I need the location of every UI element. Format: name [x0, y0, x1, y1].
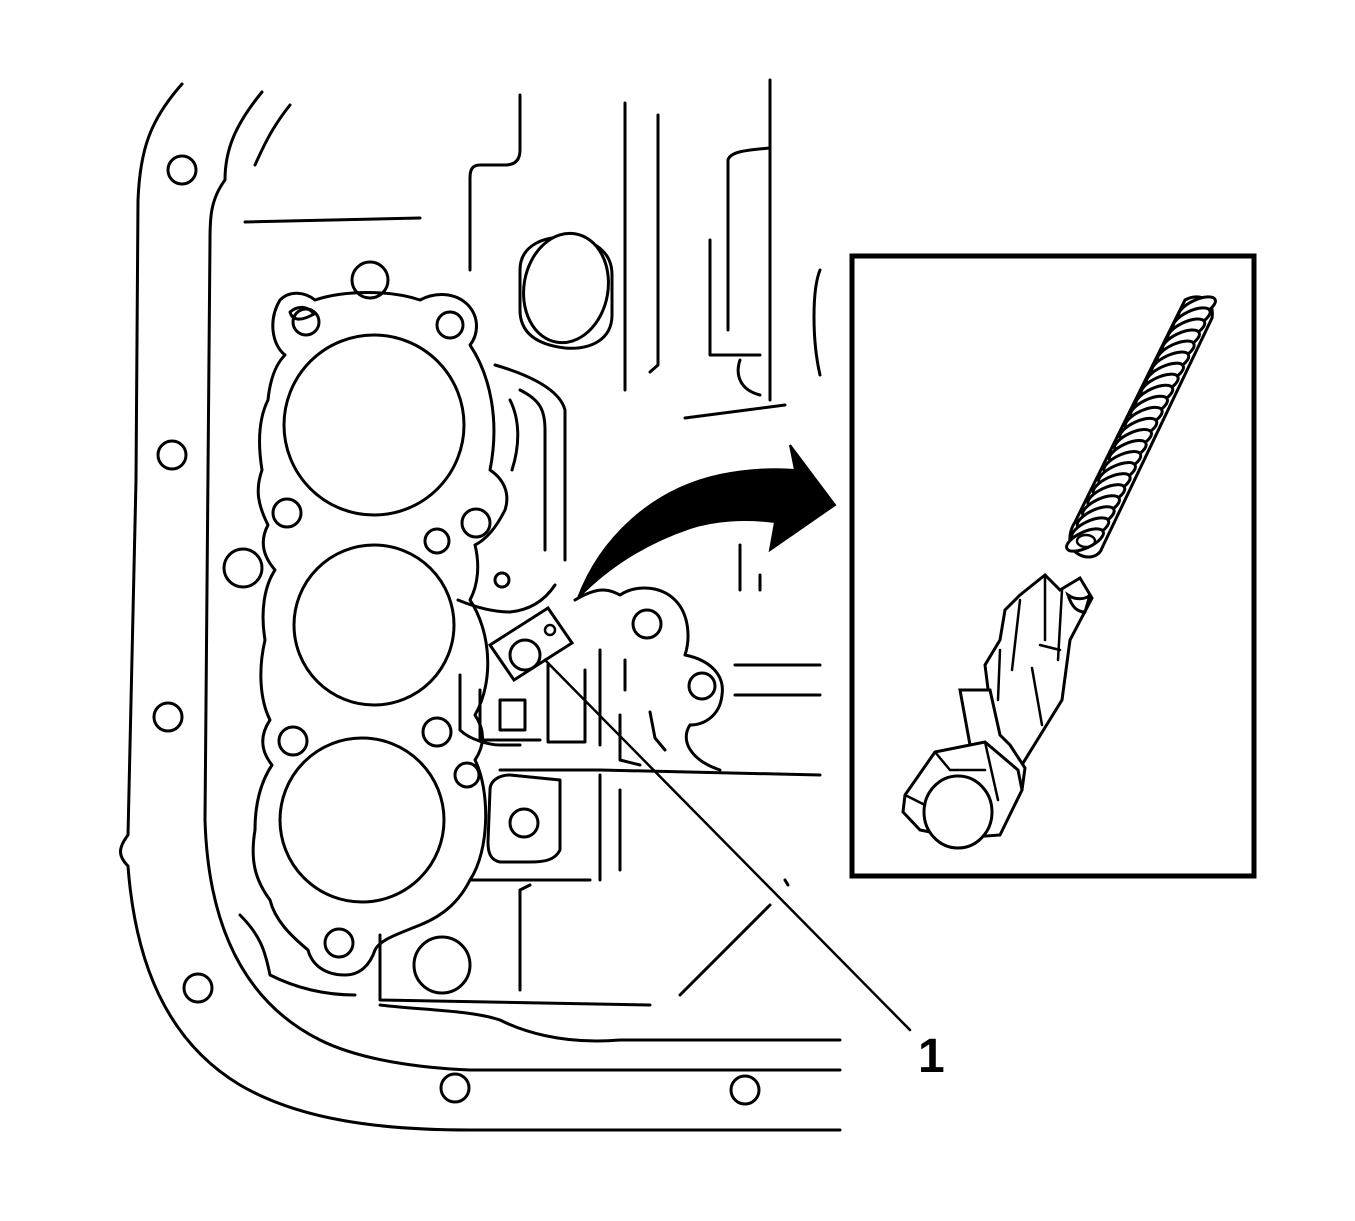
- cylinder-plug: [518, 231, 614, 350]
- callout-leader-line: [543, 658, 912, 1032]
- bolt-hole: [156, 439, 188, 471]
- bolt-hole: [166, 154, 198, 186]
- spring-end: [1075, 533, 1097, 549]
- upper-channels: [243, 78, 822, 562]
- bolt-hole: [729, 1074, 761, 1106]
- misc-holes: [222, 260, 511, 995]
- curved-arrow: [577, 444, 837, 599]
- housing-outline: [119, 82, 842, 1132]
- bolt-hole: [152, 701, 184, 733]
- valve-spool: [901, 572, 1094, 850]
- bolt-hole: [439, 1072, 471, 1104]
- bolt-hole: [182, 972, 214, 1004]
- inset-detail: [849, 253, 1257, 879]
- valve-spring: [1065, 295, 1217, 559]
- callout-label-1: 1: [918, 1030, 945, 1083]
- lower-channels: [238, 543, 822, 1007]
- gasket-bore-plate: [251, 291, 509, 977]
- perimeter-bolt-holes: [152, 154, 761, 1106]
- valve-location-box: [487, 605, 575, 683]
